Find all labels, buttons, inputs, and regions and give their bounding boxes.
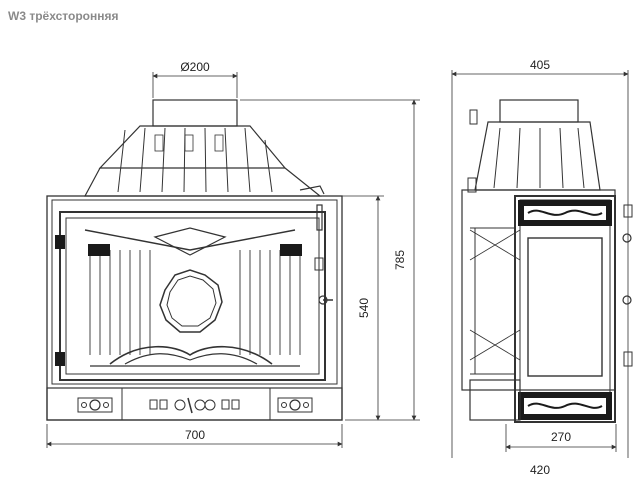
front-view — [46, 99, 343, 421]
dim-flue-diameter: Ø200 — [180, 60, 210, 74]
flue-collar — [152, 99, 238, 127]
dim-door-height: 540 — [357, 298, 371, 318]
hood — [98, 125, 287, 169]
ash-panel — [46, 387, 343, 421]
dim-side-depth: 405 — [530, 58, 550, 72]
drawing-title: W3 трёхсторонняя — [8, 9, 119, 23]
side-door — [514, 195, 616, 423]
dim-total-height: 785 — [393, 250, 407, 270]
dim-front-width: 700 — [185, 428, 205, 442]
dimension-lines — [46, 70, 629, 458]
side-view — [461, 99, 633, 423]
flame-emblem — [159, 269, 223, 333]
dim-base-depth: 420 — [530, 463, 550, 477]
dim-inner-depth: 270 — [551, 430, 571, 444]
